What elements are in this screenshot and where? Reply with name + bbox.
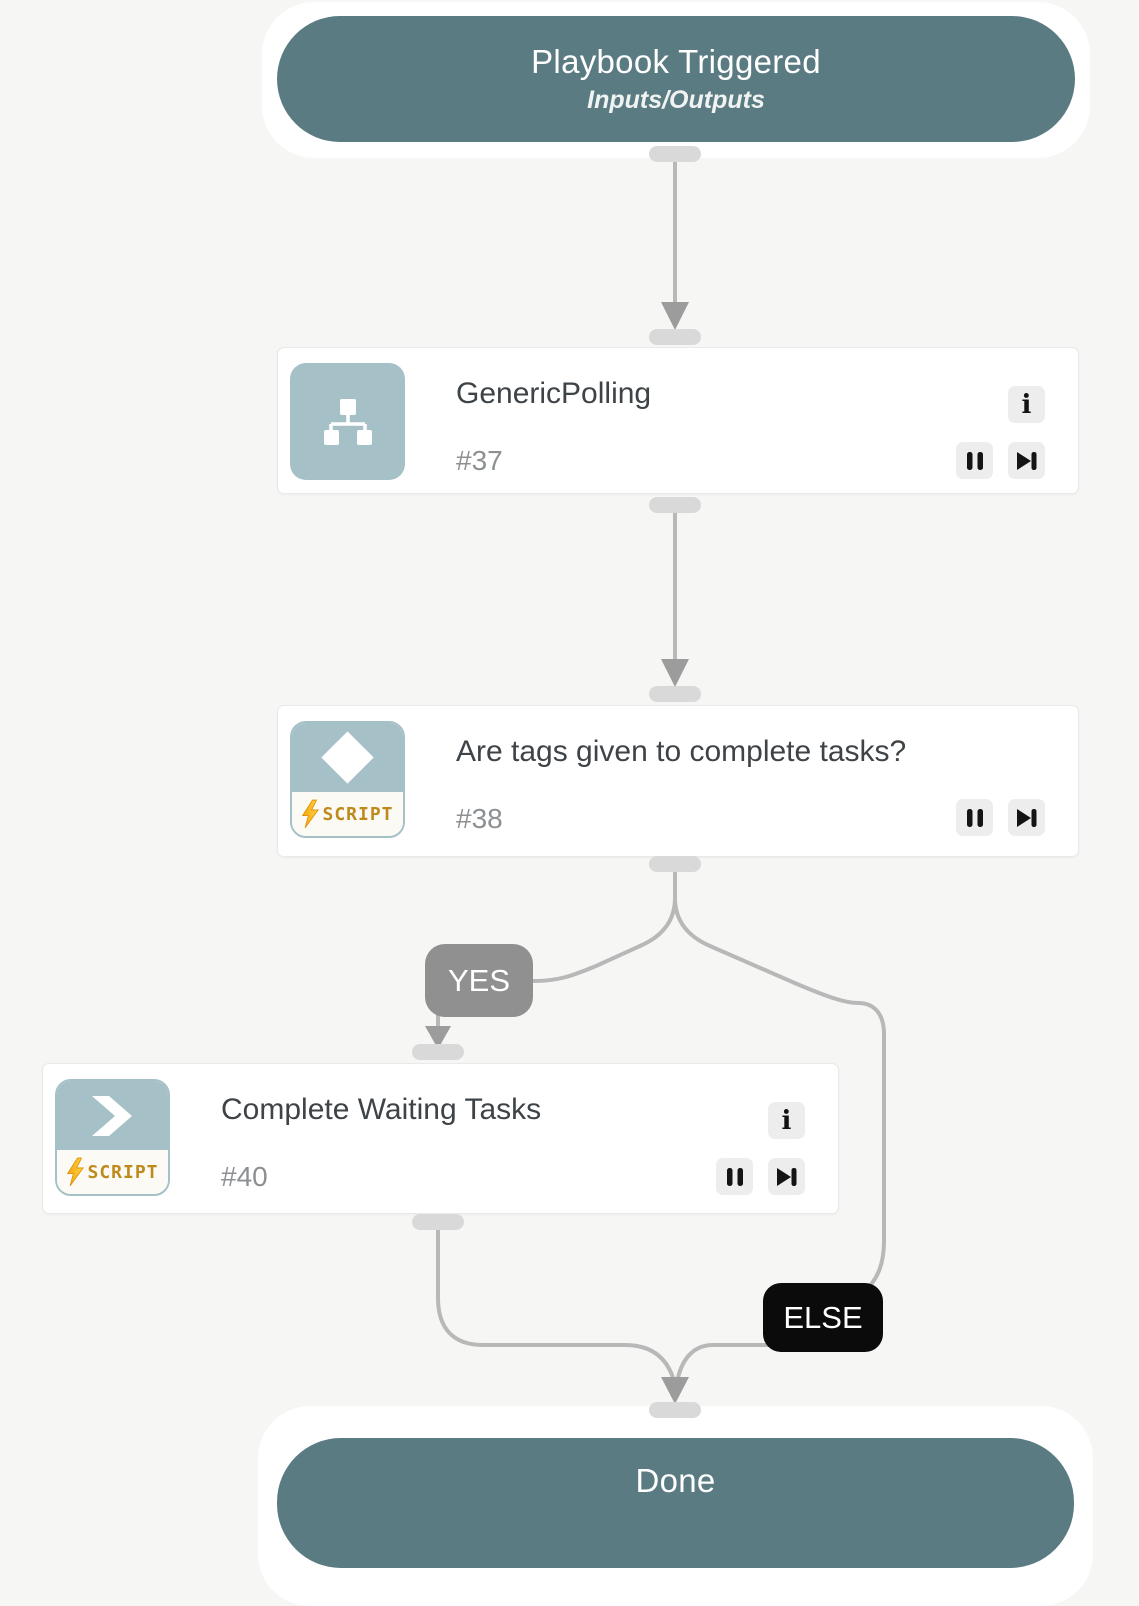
connector-stub bbox=[649, 856, 701, 872]
connector-stub bbox=[649, 1402, 701, 1418]
edge-task38-else bbox=[673, 896, 886, 1296]
end-node[interactable]: Done bbox=[277, 1438, 1074, 1568]
start-node[interactable]: Playbook Triggered Inputs/Outputs bbox=[277, 16, 1075, 142]
task-id: #37 bbox=[456, 445, 503, 476]
edge-else-done bbox=[674, 1343, 772, 1386]
task-card-complete-waiting-tasks[interactable]: SCRIPT Complete Waiting Tasks #40 i bbox=[42, 1063, 839, 1214]
task-skip-button[interactable] bbox=[768, 1158, 805, 1195]
branch-label-else: ELSE bbox=[763, 1283, 883, 1352]
pause-icon bbox=[726, 1167, 743, 1186]
script-badge-label: SCRIPT bbox=[87, 1161, 159, 1183]
lightning-bolt-icon bbox=[67, 1157, 85, 1187]
condition-icon-top bbox=[292, 723, 403, 792]
edge-task40-done bbox=[436, 1224, 677, 1386]
start-node-subtitle: Inputs/Outputs bbox=[587, 86, 765, 114]
script-badge: SCRIPT bbox=[292, 792, 403, 836]
connector-stub bbox=[412, 1214, 464, 1230]
end-node-title: Done bbox=[635, 1462, 716, 1499]
task-info-button[interactable]: i bbox=[1008, 386, 1045, 423]
task-skip-button[interactable] bbox=[1008, 442, 1045, 479]
diamond-icon bbox=[321, 731, 374, 784]
lightning-bolt-icon bbox=[302, 799, 320, 829]
sub-playbook-icon bbox=[290, 363, 405, 480]
branch-yes-text: YES bbox=[447, 962, 511, 998]
task-info-button[interactable]: i bbox=[768, 1102, 805, 1139]
script-icon-top bbox=[57, 1081, 168, 1150]
arrowhead bbox=[661, 1377, 689, 1404]
script-badge: SCRIPT bbox=[57, 1150, 168, 1194]
sitemap-icon bbox=[323, 398, 372, 445]
task-title: Complete Waiting Tasks bbox=[221, 1093, 542, 1126]
info-icon: i bbox=[1021, 389, 1032, 420]
branch-else-text: ELSE bbox=[783, 1299, 863, 1335]
branch-label-yes: YES bbox=[425, 944, 533, 1017]
skip-to-end-icon bbox=[1016, 808, 1036, 827]
task-id: #38 bbox=[456, 803, 503, 834]
edges-layer bbox=[425, 148, 886, 1404]
condition-script-icon: SCRIPT bbox=[290, 721, 405, 838]
task-skip-button[interactable] bbox=[1008, 799, 1045, 836]
start-node-title: Playbook Triggered bbox=[531, 43, 821, 80]
automation-script-icon: SCRIPT bbox=[55, 1079, 170, 1196]
pause-icon bbox=[966, 808, 983, 827]
task-pause-button[interactable] bbox=[716, 1158, 753, 1195]
edge-task38-yes bbox=[532, 896, 677, 983]
connector-stub bbox=[649, 497, 701, 513]
chevron-icon bbox=[91, 1095, 132, 1136]
script-badge-label: SCRIPT bbox=[322, 803, 394, 825]
connector-stub bbox=[649, 686, 701, 702]
connector-stub bbox=[412, 1044, 464, 1060]
arrowhead bbox=[425, 1026, 451, 1049]
task-title: GenericPolling bbox=[456, 377, 652, 410]
task-title: Are tags given to complete tasks? bbox=[456, 735, 907, 768]
skip-to-end-icon bbox=[776, 1167, 796, 1186]
arrowhead bbox=[661, 659, 689, 687]
pause-icon bbox=[966, 451, 983, 470]
skip-to-end-icon bbox=[1016, 451, 1036, 470]
arrowhead bbox=[661, 302, 689, 330]
task-id: #40 bbox=[221, 1161, 268, 1192]
task-pause-button[interactable] bbox=[956, 799, 993, 836]
task-card-condition[interactable]: SCRIPT Are tags given to complete tasks?… bbox=[277, 705, 1079, 857]
task-card-genericpolling[interactable]: GenericPolling #37 i bbox=[277, 347, 1079, 494]
task-pause-button[interactable] bbox=[956, 442, 993, 479]
info-icon: i bbox=[781, 1105, 792, 1136]
connector-stub bbox=[649, 146, 701, 162]
connector-stub bbox=[649, 329, 701, 345]
